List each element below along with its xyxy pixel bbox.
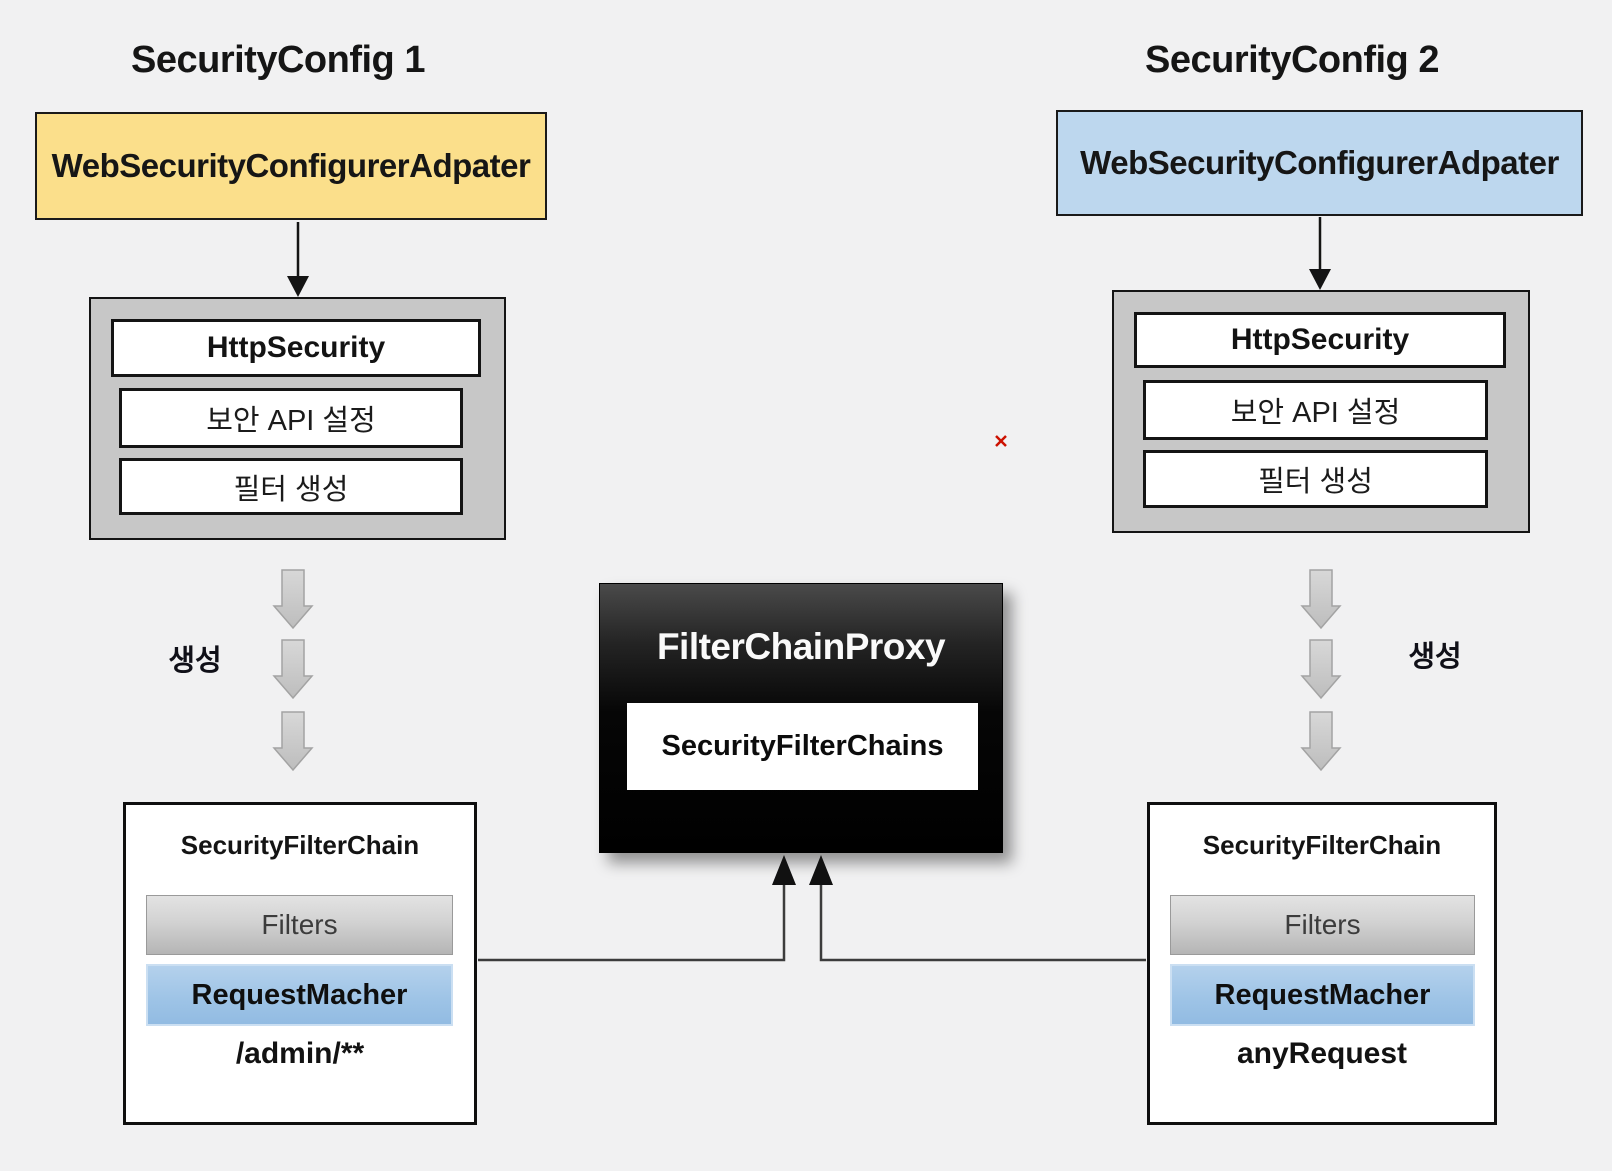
right-create-arrow-2-icon — [1300, 639, 1342, 700]
right-adapter-arrow-icon — [1309, 217, 1331, 290]
left-create-label: 생성 — [168, 645, 222, 677]
left-adapter-box: WebSecurityConfigurerAdpater — [35, 112, 547, 220]
left-securityfilterchain-box — [123, 802, 477, 1125]
right-requestmatcher-box: RequestMacher — [1170, 964, 1475, 1026]
right-create-label: 생성 — [1408, 641, 1462, 673]
left-chain-to-proxy-connector — [478, 855, 796, 962]
right-create-arrow-3-icon — [1300, 711, 1342, 772]
right-httpsecurity-title-box: HttpSecurity — [1134, 312, 1506, 368]
right-chain-to-proxy-connector — [809, 855, 1146, 962]
left-filter-create-row: 필터 생성 — [119, 458, 463, 515]
right-filters-box: Filters — [1170, 895, 1475, 955]
filterchainproxy-title: FilterChainProxy — [656, 626, 946, 667]
left-httpsecurity-title-box: HttpSecurity — [111, 319, 481, 377]
right-column-title: SecurityConfig 2 — [1145, 38, 1439, 81]
left-security-api-row: 보안 API 설정 — [119, 388, 463, 448]
red-marker-icon — [995, 435, 1007, 447]
right-filter-create-row: 필터 생성 — [1143, 450, 1488, 508]
securityfilterchains-box: SecurityFilterChains — [627, 703, 978, 790]
right-security-api-row: 보안 API 설정 — [1143, 380, 1488, 440]
left-adapter-arrow-icon — [287, 222, 309, 297]
left-create-arrow-2-icon — [272, 639, 314, 700]
left-pattern-label: /admin/** — [235, 1037, 365, 1070]
left-securityfilterchain-title: SecurityFilterChain — [180, 829, 420, 860]
left-requestmatcher-box: RequestMacher — [146, 964, 453, 1026]
left-create-arrow-3-icon — [272, 711, 314, 772]
right-securityfilterchain-title: SecurityFilterChain — [1202, 829, 1442, 860]
right-adapter-box: WebSecurityConfigurerAdpater — [1056, 110, 1583, 216]
left-column-title: SecurityConfig 1 — [131, 38, 425, 81]
left-create-arrow-1-icon — [272, 569, 314, 630]
right-pattern-label: anyRequest — [1236, 1037, 1408, 1070]
right-securityfilterchain-box — [1147, 802, 1497, 1125]
right-create-arrow-1-icon — [1300, 569, 1342, 630]
left-filters-box: Filters — [146, 895, 453, 955]
